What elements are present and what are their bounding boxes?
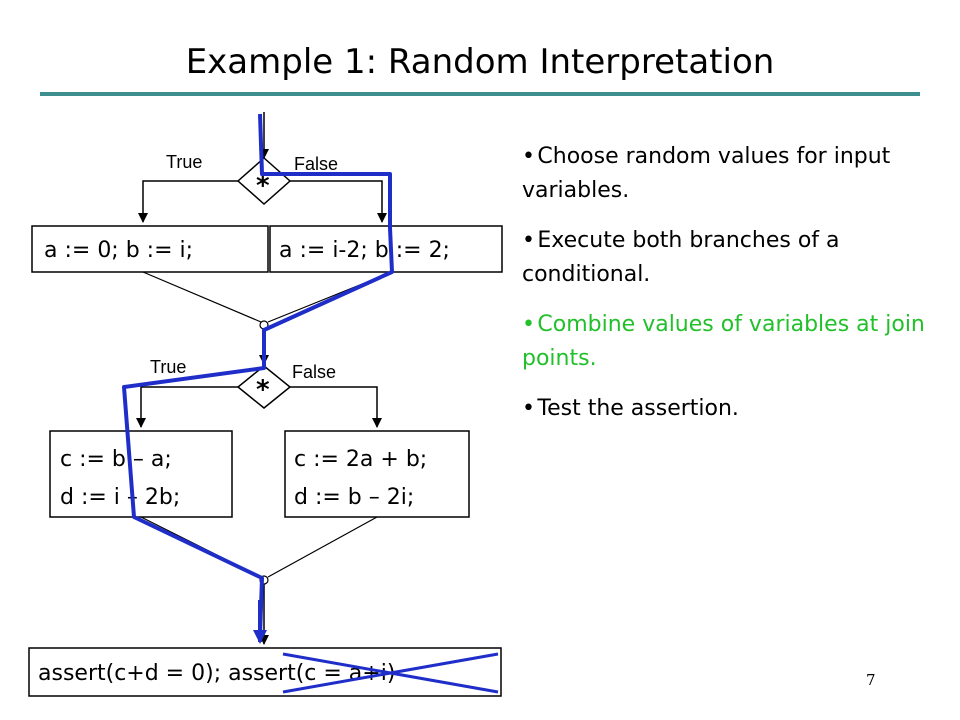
bullet-item-4: •Test the assertion. [522,396,739,421]
bullet-text-3: Combine values of variables at join poin… [522,312,925,371]
box-c-d-left [49,430,233,518]
branch2-true-label: True [150,357,186,377]
box-c-d-left-line1: c := b – a; [60,447,172,472]
branch2-symbol: * [256,375,270,405]
branch2-true-edge [136,386,238,428]
branch1-false-edge [290,180,387,223]
box-a0-bi-text: a := 0; b := i; [44,238,193,263]
strike-line-2 [282,652,499,694]
branch1-symbol: * [256,171,270,201]
join2-right-edge [267,516,378,578]
bullet-text-2: Execute both branches of a conditional. [522,228,840,287]
box-c-d-right [284,430,470,518]
branch2-false-label: False [292,362,336,382]
page-number: 7 [866,671,876,689]
bullet-item-1: •Choose random values for input variable… [522,144,891,203]
branch1-true-edge [138,180,238,223]
box-c-d-right-line1: c := 2a + b; [294,447,427,472]
bullet-item-2: •Execute both branches of a conditional. [522,228,840,287]
bullet-item-3: •Combine values of variables at join poi… [522,312,925,371]
execution-path [122,113,394,637]
branch2-diamond [236,365,292,409]
join1-left-edge [142,271,262,323]
bullet-text-4: Test the assertion. [537,396,739,421]
box-a0-bi [31,225,269,273]
box-ai2-b2 [269,225,503,273]
box-c-d-left-line2: d := i – 2b; [60,485,180,510]
box-ai2-b2-text: a := i-2; b := 2; [279,238,450,263]
branch1-false-label: False [294,154,338,174]
branch1-true-label: True [166,152,202,172]
assert-box [28,647,502,697]
title-divider [40,92,920,96]
box-c-d-right-line2: d := b – 2i; [294,485,414,510]
slide-title: Example 1: Random Interpretation [185,42,775,82]
bullet-list: •Choose random values for input variable… [522,140,942,442]
bullet-text-1: Choose random values for input variables… [522,144,891,203]
branch2-false-edge [290,386,382,428]
